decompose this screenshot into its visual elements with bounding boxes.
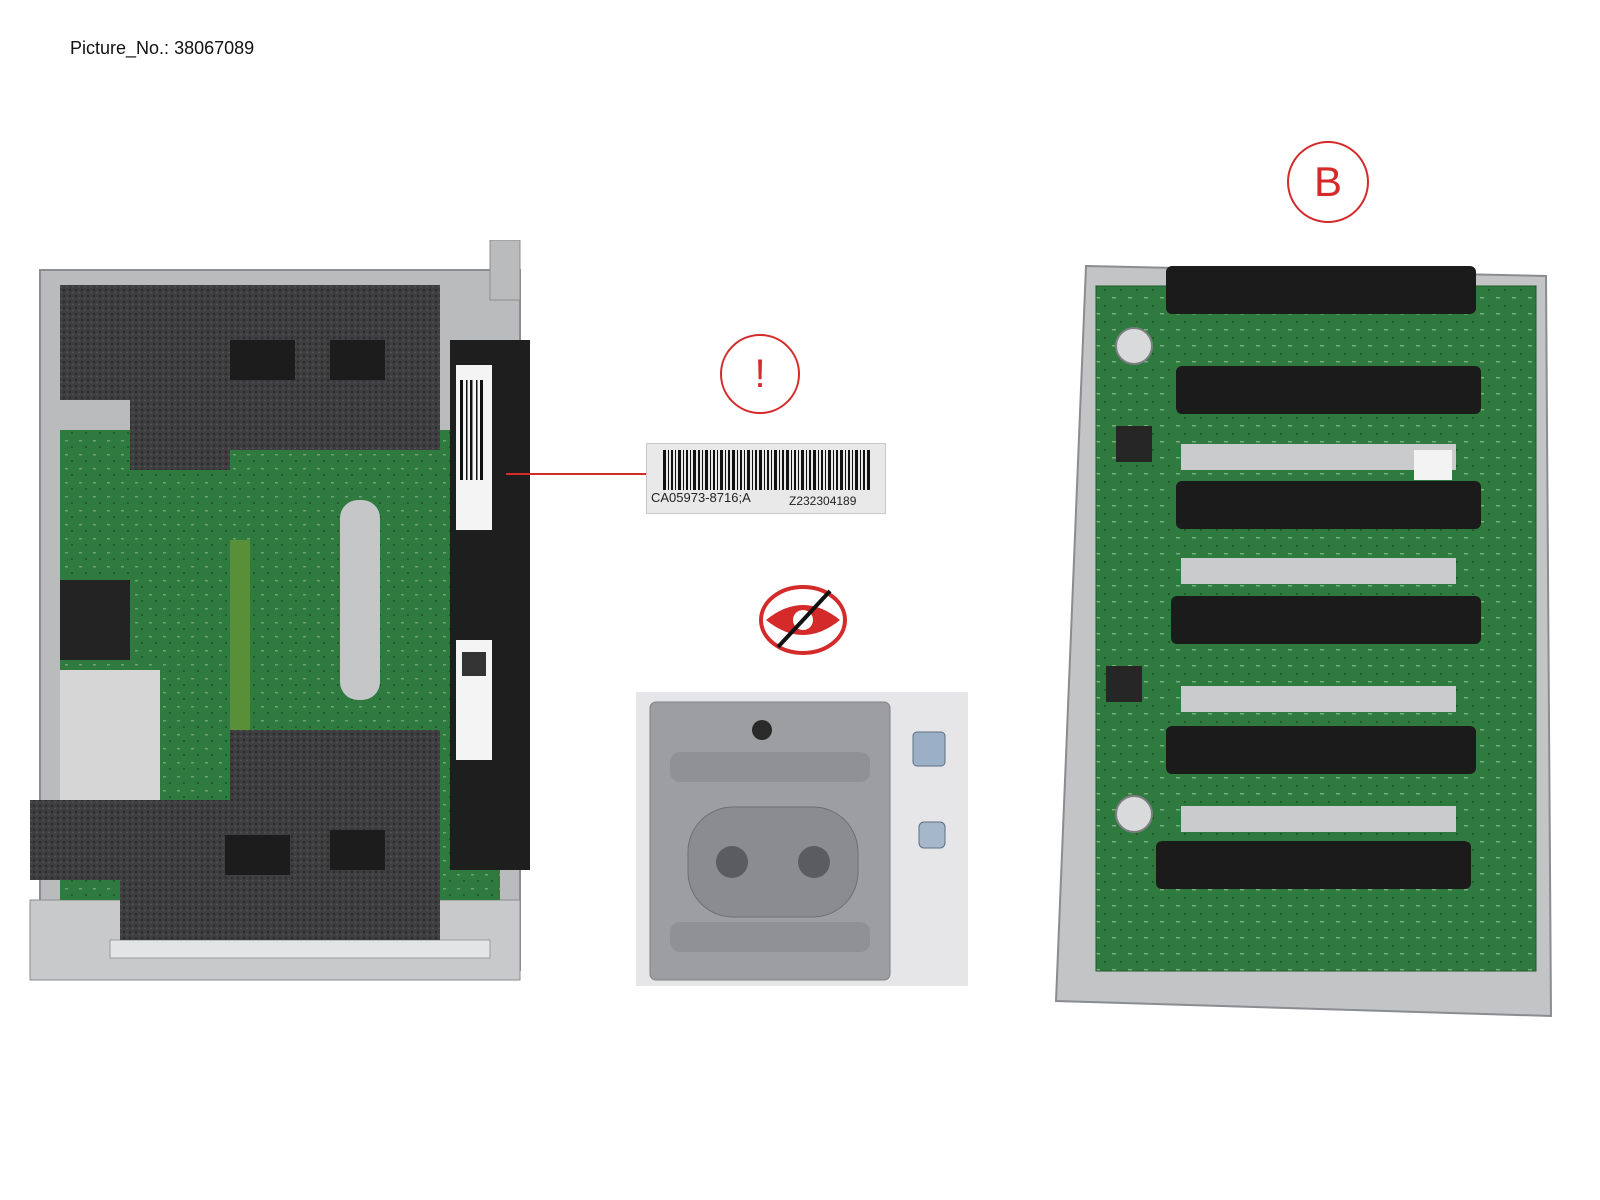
mounting-bracket-photo [636, 692, 968, 986]
variant-marker: B [1313, 158, 1342, 205]
barcode-label-zoom: CA05973-8716;A Z232304189 [646, 443, 886, 514]
picture-number-value: 38067089 [174, 38, 255, 58]
eye-crossed-out-icon [759, 585, 847, 655]
picture-number-label: Picture_No.: [70, 38, 170, 58]
attention-marker: ! [754, 351, 766, 396]
backplane-with-foam-photo [29, 240, 530, 981]
label-leader-line [506, 473, 648, 475]
label-serial-number: Z232304189 [789, 494, 857, 508]
label-part-number: CA05973-8716;A [651, 490, 751, 505]
variant-b-callout: B [1287, 141, 1369, 223]
barcode-icon [663, 450, 870, 490]
picture-number-caption: Picture_No.: 38067089 [70, 38, 254, 59]
attention-callout: ! [720, 334, 800, 414]
backplane-board-photo [1054, 264, 1553, 1018]
